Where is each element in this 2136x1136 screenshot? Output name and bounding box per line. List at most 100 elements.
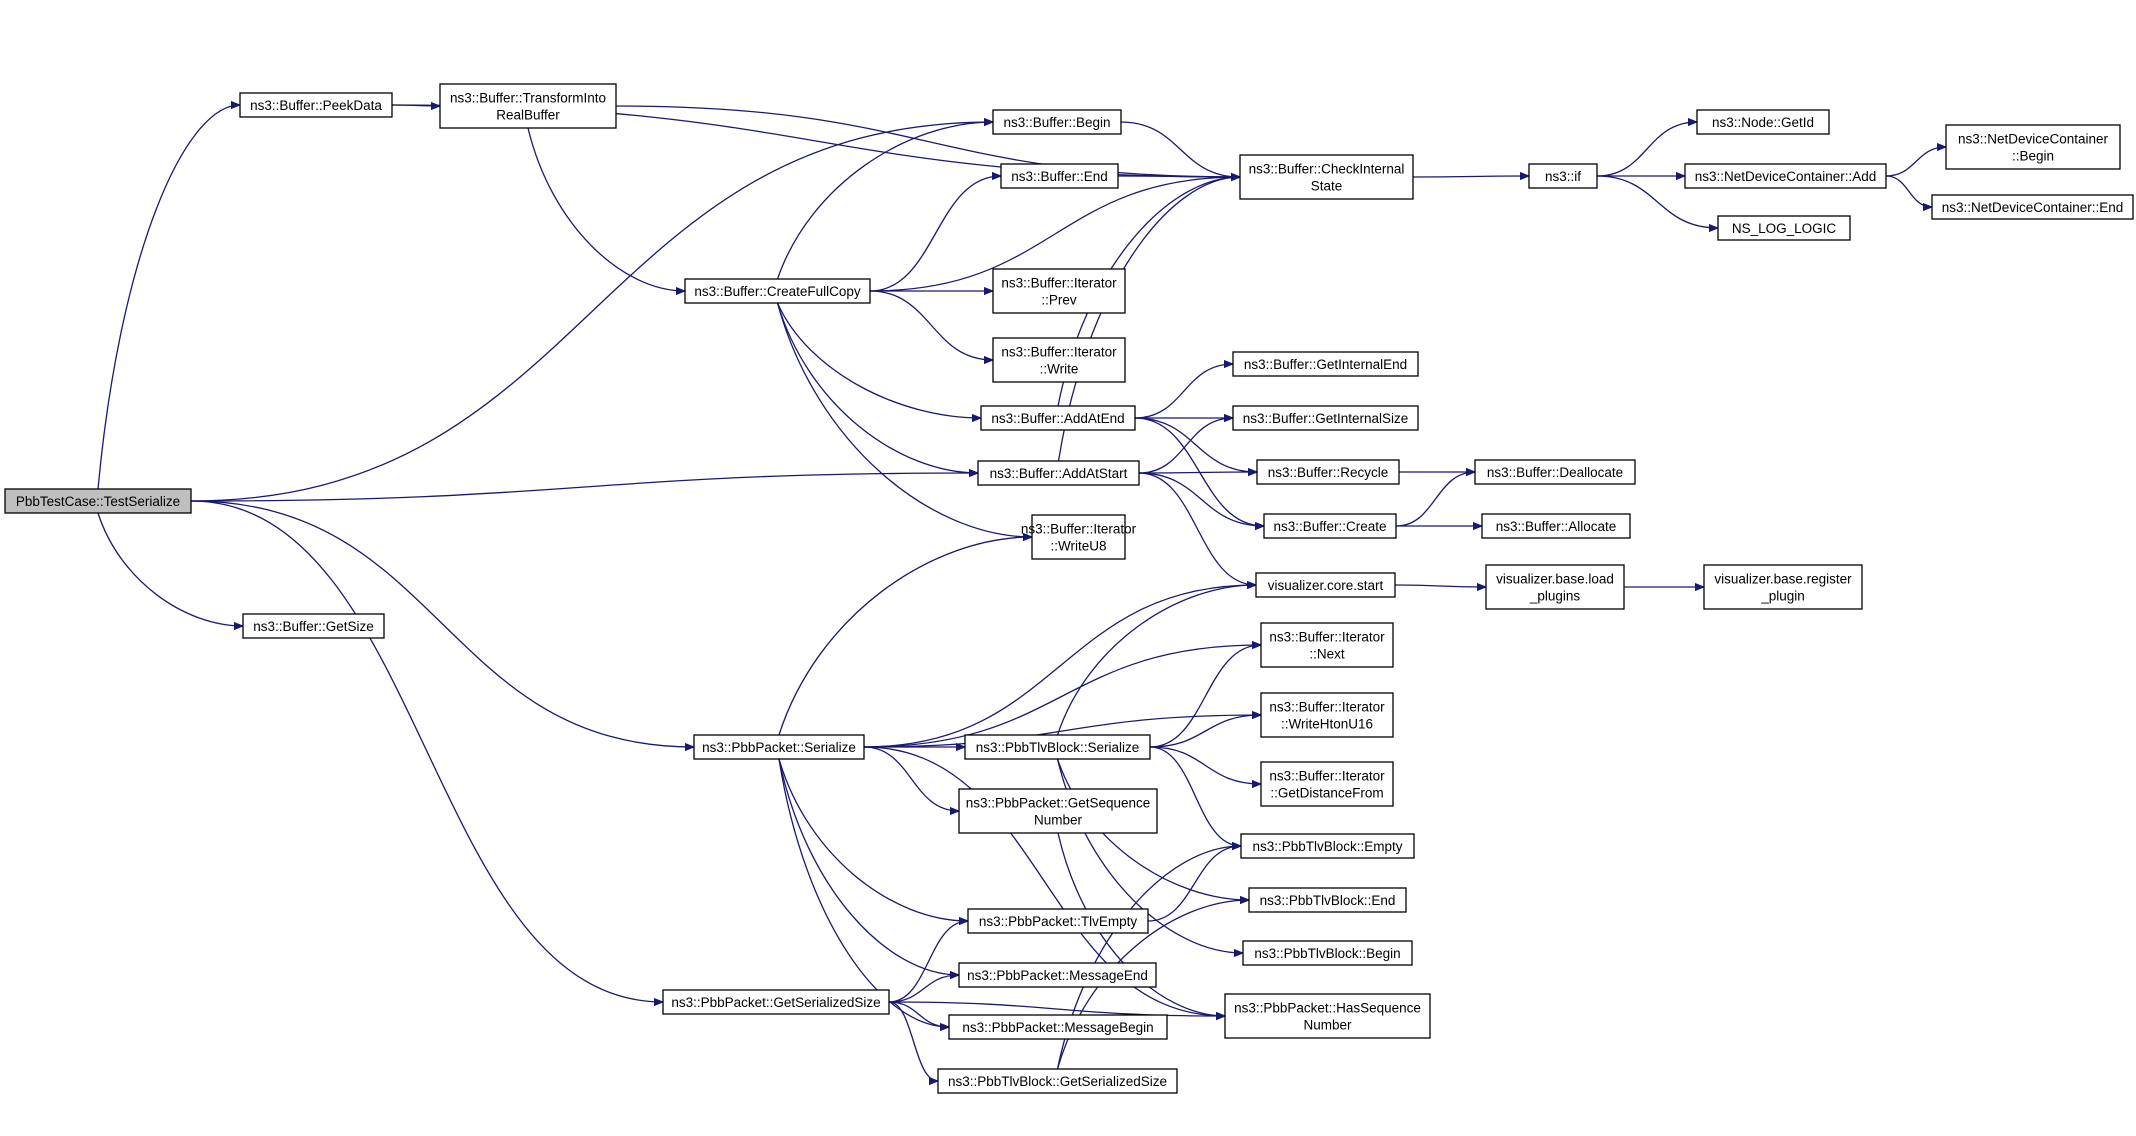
node-box bbox=[977, 460, 1140, 486]
edge-root-to-begin bbox=[190, 122, 993, 502]
node-addatstart[interactable]: ns3::Buffer::AddAtStart bbox=[977, 460, 1140, 486]
edge-line bbox=[778, 758, 959, 975]
edge-line bbox=[527, 127, 685, 291]
node-box bbox=[1000, 163, 1119, 189]
edge-line bbox=[1120, 121, 1240, 177]
node-vizload[interactable]: visualizer.base.load_plugins bbox=[1485, 564, 1625, 610]
edge-line bbox=[97, 512, 243, 626]
node-tlvgetsersize[interactable]: ns3::PbbTlvBlock::GetSerializedSize bbox=[937, 1068, 1178, 1094]
node-getinternalsize[interactable]: ns3::Buffer::GetInternalSize bbox=[1232, 405, 1419, 431]
node-pbbserialize[interactable]: ns3::PbbPacket::Serialize bbox=[693, 734, 865, 760]
node-createfullcopy[interactable]: ns3::Buffer::CreateFullCopy bbox=[684, 278, 871, 304]
node-label: ns3::Buffer::AddAtStart bbox=[990, 466, 1128, 481]
node-pktgetsersize[interactable]: ns3::PbbPacket::GetSerializedSize bbox=[662, 989, 890, 1015]
node-box bbox=[1248, 887, 1407, 913]
node-box bbox=[1703, 564, 1863, 610]
node-box bbox=[1232, 405, 1419, 431]
node-deallocate[interactable]: ns3::Buffer::Deallocate bbox=[1474, 459, 1636, 485]
node-label: ns3::PbbPacket::MessageEnd bbox=[967, 968, 1148, 983]
edge-pbbserialize-to-getseq bbox=[863, 746, 959, 811]
node-label: ns3::PbbPacket::GetSequence bbox=[966, 796, 1151, 811]
node-label: ::Write bbox=[1040, 362, 1079, 377]
edge-root-to-addatstart bbox=[190, 473, 978, 502]
node-getinternalend[interactable]: ns3::Buffer::GetInternalEnd bbox=[1232, 351, 1419, 377]
node-box bbox=[937, 1068, 1178, 1094]
node-msgbegin[interactable]: ns3::PbbPacket::MessageBegin bbox=[948, 1014, 1168, 1040]
node-end[interactable]: ns3::Buffer::End bbox=[1000, 163, 1119, 189]
edge-root-to-peekdata bbox=[97, 105, 240, 490]
edge-tlvserialize-to-iterwritehton bbox=[1149, 715, 1261, 748]
node-box bbox=[1260, 622, 1394, 668]
node-writeu8[interactable]: ns3::Buffer::Iterator::WriteU8 bbox=[1021, 514, 1137, 560]
node-label: ns3::Buffer::Recycle bbox=[1268, 465, 1389, 480]
node-tlvempty[interactable]: ns3::PbbTlvBlock::Empty bbox=[1240, 833, 1415, 859]
node-iternext[interactable]: ns3::Buffer::Iterator::Next bbox=[1260, 622, 1394, 668]
node-msgend[interactable]: ns3::PbbPacket::MessageEnd bbox=[958, 962, 1157, 988]
node-label: ::WriteHtonU16 bbox=[1281, 717, 1373, 732]
edge-pktgetsersize-to-msgbegin bbox=[888, 1001, 949, 1027]
node-iterwritehton[interactable]: ns3::Buffer::Iterator::WriteHtonU16 bbox=[1260, 692, 1394, 738]
edge-line bbox=[1056, 585, 1257, 736]
edge-pbbserialize-to-iterwritehton bbox=[863, 715, 1261, 748]
edge-line bbox=[1885, 175, 1933, 207]
node-addatend[interactable]: ns3::Buffer::AddAtEnd bbox=[980, 405, 1136, 431]
node-create[interactable]: ns3::Buffer::Create bbox=[1263, 513, 1397, 539]
node-iterdist[interactable]: ns3::Buffer::Iterator::GetDistanceFrom bbox=[1260, 761, 1394, 807]
node-tlvend[interactable]: ns3::PbbTlvBlock::End bbox=[1248, 887, 1407, 913]
node-nodegetid[interactable]: ns3::Node::GetId bbox=[1696, 109, 1830, 135]
node-vizreg[interactable]: visualizer.base.register_plugin bbox=[1703, 564, 1863, 610]
node-nslog[interactable]: NS_LOG_LOGIC bbox=[1717, 215, 1851, 241]
node-ndcbegin[interactable]: ns3::NetDeviceContainer::Begin bbox=[1945, 124, 2121, 170]
edge-root-to-pktgetsersize bbox=[190, 500, 663, 1002]
edge-pbbserialize-to-writeu8 bbox=[778, 537, 1032, 736]
node-label: ns3::PbbTlvBlock::Empty bbox=[1252, 839, 1402, 854]
node-label: ns3::Buffer::CheckInternal bbox=[1249, 162, 1405, 177]
node-vizstart[interactable]: visualizer.core.start bbox=[1255, 572, 1396, 598]
node-peekdata[interactable]: ns3::Buffer::PeekData bbox=[239, 92, 393, 118]
edge-pktgetsersize-to-pkttlvempty bbox=[888, 921, 968, 1003]
edge-line bbox=[1117, 176, 1240, 177]
node-iterwrite[interactable]: ns3::Buffer::Iterator::Write bbox=[992, 337, 1126, 383]
edge-tlvserialize-to-tlvempty bbox=[1149, 746, 1241, 846]
edge-addatstart-to-recycle bbox=[1138, 472, 1257, 473]
edge-line bbox=[1412, 176, 1529, 177]
node-begin[interactable]: ns3::Buffer::Begin bbox=[992, 109, 1122, 135]
node-label: ns3::Buffer::End bbox=[1011, 169, 1108, 184]
node-ndcend[interactable]: ns3::NetDeviceContainer::End bbox=[1931, 194, 2134, 220]
edge-createfullcopy-to-addatstart bbox=[776, 302, 979, 473]
edge-line bbox=[776, 302, 1033, 537]
edge-addatstart-to-getinternalsize bbox=[1138, 418, 1233, 474]
edge-line bbox=[1596, 122, 1697, 177]
node-label: ns3::PbbPacket::GetSerializedSize bbox=[671, 995, 880, 1010]
node-box bbox=[1485, 564, 1625, 610]
node-getsize[interactable]: ns3::Buffer::GetSize bbox=[242, 613, 385, 639]
edge-addatstart-to-create bbox=[1138, 472, 1264, 526]
node-root[interactable]: PbbTestCase::TestSerialize bbox=[4, 488, 192, 514]
edge-createfullcopy-to-begin bbox=[776, 122, 994, 280]
node-label: ns3::NetDeviceContainer::Add bbox=[1695, 169, 1877, 184]
node-box bbox=[439, 83, 617, 129]
node-label: ns3::Buffer::PeekData bbox=[250, 98, 382, 113]
edge-line bbox=[1134, 364, 1233, 419]
node-ndcadd[interactable]: ns3::NetDeviceContainer::Add bbox=[1684, 163, 1887, 189]
node-label: ns3::NetDeviceContainer bbox=[1958, 132, 2109, 147]
node-tlvbegin[interactable]: ns3::PbbTlvBlock::Begin bbox=[1242, 940, 1413, 966]
node-box bbox=[693, 734, 865, 760]
node-tlvserialize[interactable]: ns3::PbbTlvBlock::Serialize bbox=[964, 734, 1151, 760]
edge-line bbox=[190, 473, 978, 502]
node-nsif[interactable]: ns3::if bbox=[1528, 163, 1598, 189]
node-label: ns3::Buffer::GetInternalSize bbox=[1243, 411, 1409, 426]
node-pkttlvempty[interactable]: ns3::PbbPacket::TlvEmpty bbox=[967, 908, 1149, 934]
node-allocate[interactable]: ns3::Buffer::Allocate bbox=[1481, 513, 1631, 539]
node-recycle[interactable]: ns3::Buffer::Recycle bbox=[1256, 459, 1400, 485]
edge-pbbserialize-to-iternext bbox=[863, 645, 1261, 748]
node-box bbox=[242, 613, 385, 639]
edge-createfullcopy-to-checkinternal bbox=[869, 177, 1240, 292]
edge-transform-to-checkinternal bbox=[615, 105, 1240, 177]
node-iterprev[interactable]: ns3::Buffer::Iterator::Prev bbox=[992, 268, 1126, 314]
edge-addatstart-to-checkinternal bbox=[1057, 177, 1241, 462]
